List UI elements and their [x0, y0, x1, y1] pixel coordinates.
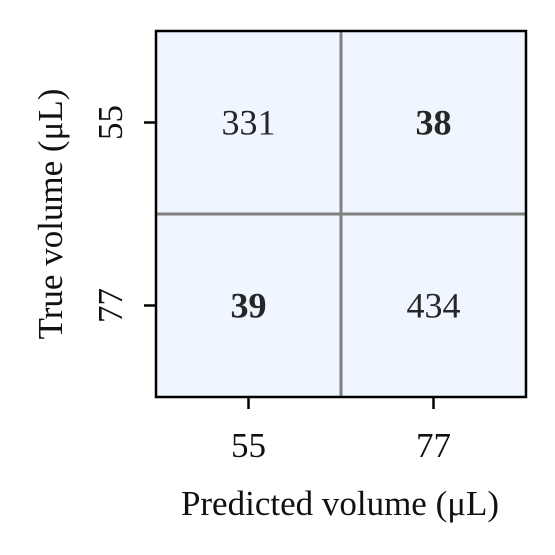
heatmap-cell	[156, 214, 341, 397]
x-tick-label: 55	[231, 426, 266, 465]
y-tick-label: 55	[91, 105, 130, 140]
x-axis-ticks: 55 77	[231, 397, 451, 465]
cell-value-label: 39	[231, 286, 267, 326]
heatmap-cell	[341, 214, 526, 397]
y-axis-label: True volume (μL)	[31, 89, 70, 340]
x-tick-label: 77	[416, 426, 451, 465]
cell-value-label: 331	[222, 103, 276, 143]
heatmap-cell	[341, 31, 526, 214]
cell-value-label: 38	[416, 103, 452, 143]
y-axis-ticks: 55 77	[91, 105, 156, 323]
cell-value-labels: 331 38 39 434	[222, 103, 461, 326]
heatmap-cells	[156, 31, 526, 397]
cell-value-label: 434	[407, 286, 461, 326]
heatmap-cell	[156, 31, 341, 214]
y-tick-label: 77	[91, 288, 130, 323]
x-axis-label: Predicted volume (μL)	[181, 484, 499, 523]
plot-frame	[154, 29, 528, 399]
